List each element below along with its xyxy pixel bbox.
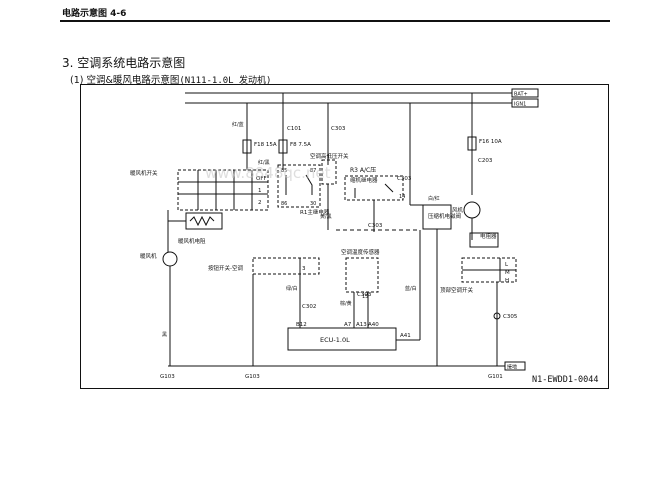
pin-b12: B12: [296, 322, 307, 328]
resistor-label: 电阻器: [480, 232, 497, 240]
c303-d-label: C303: [368, 223, 383, 229]
ground-g103-b: G103: [245, 374, 260, 380]
fan-label: 风机: [452, 206, 464, 214]
c303-a-label: C303: [331, 126, 346, 132]
c101-label: C101: [287, 126, 301, 132]
subtitle-prefix: (1) 空调&暖风电路示意图: [70, 75, 180, 86]
switch-off-label: OFF: [256, 176, 267, 182]
ground-g101: G101: [488, 374, 503, 380]
wire-red-black: 红/黑: [258, 159, 270, 166]
pressure-switch-box: [321, 159, 337, 185]
resistor-box: [469, 232, 499, 248]
ground-g103-a: G103: [160, 374, 175, 380]
watermark: www.8848qc.net: [205, 164, 331, 182]
bat-rail-tag: [511, 88, 539, 98]
ground-label: 接地: [507, 364, 517, 371]
ign-rail-tag: [511, 98, 539, 108]
wire-green-white: 绿/白: [286, 285, 298, 292]
button-switch-box: [252, 257, 320, 275]
switch-2-label: 2: [258, 200, 262, 206]
temp-sensor-label: 空调温度传感器: [341, 248, 380, 256]
pressure-switch-label: 空调高低压开关: [310, 152, 349, 160]
ign-label: IGN1: [514, 102, 526, 108]
blower-resistor-label: 暖风机电阻: [178, 237, 206, 245]
pin-14: 14: [399, 194, 405, 200]
switch-h-label: H: [505, 278, 509, 284]
pin-86: 86: [281, 201, 287, 207]
switch-m-label: M: [505, 270, 510, 276]
document-code: N1-EWDD1-0044: [532, 375, 599, 385]
switch-l-label: L: [505, 262, 509, 268]
subtitle-engine: (N111-1.0L 发动机): [179, 76, 272, 86]
diagram-subtitle: (1) 空调&暖风电路示意图(N111-1.0L 发动机): [70, 72, 271, 86]
blower-motor-label: 暖风机: [140, 252, 157, 260]
diagram-frame: [80, 84, 609, 389]
pin-a41: A41: [400, 333, 411, 339]
page-header: 电路示意图 4-6: [62, 9, 127, 19]
ac-relay-label-a: R3 A/C压: [350, 167, 376, 174]
fuse-f16: [467, 136, 477, 151]
top-fan-switch-label: 顶部空调开关: [440, 286, 474, 294]
section-title: 3. 空调系统电路示意图: [62, 56, 186, 70]
ac-relay-label-b: 缩机继电器: [350, 176, 378, 184]
fuse-f16-label: F16 10A: [479, 139, 502, 145]
wire-brown-yellow: 棕/黄: [340, 300, 352, 307]
fuse-f18-label: F18 15A: [254, 142, 277, 148]
wire-black: 黑: [162, 332, 167, 338]
wire-white-red: 白/红: [428, 195, 440, 202]
c302-label: C302: [302, 304, 316, 310]
blower-motor-symbol: [162, 251, 178, 267]
wire-yellow-black: 黄/黑: [320, 213, 332, 220]
pin-a13: A13: [356, 322, 367, 328]
pin-15: 15: [362, 294, 368, 300]
c303-c-label: C303: [357, 292, 372, 298]
wire-red-blue: 红/蓝: [232, 121, 244, 128]
temp-sensor-box: [345, 257, 379, 293]
pin-87: 87: [310, 168, 316, 174]
blower-switch-label: 暖风机开关: [130, 169, 158, 177]
c203-label: C203: [478, 158, 493, 164]
c305-label: C305: [503, 314, 518, 320]
compressor-clutch-label: 压缩机电磁阀: [428, 212, 461, 220]
pin-85: 85: [281, 168, 287, 174]
wire-blue-white: 蓝/白: [405, 285, 417, 292]
fuse-f18: [242, 139, 252, 154]
ecu-label: ECU-1.0L: [320, 336, 350, 344]
fuse-f8: [278, 139, 288, 154]
c305-connector: [493, 312, 501, 320]
ecu-box: [287, 327, 397, 351]
switch-3-label: 3: [302, 266, 306, 272]
main-relay-box: [277, 164, 321, 208]
main-relay-label: R1主继电器: [300, 208, 330, 216]
button-switch-label: 按钮开关-空调: [208, 264, 243, 272]
c303-b-label: C303: [397, 176, 412, 182]
header-rule: [60, 20, 610, 22]
ground-rail-tag: [504, 361, 526, 371]
pin-30: 30: [310, 201, 316, 207]
fuse-f8-label: F8 7.5A: [290, 142, 311, 148]
bat-label: BAT+: [514, 92, 528, 98]
blower-switch-box: [177, 169, 269, 211]
switch-1-label: 1: [258, 188, 262, 194]
pin-a7: A7: [344, 322, 352, 328]
pin-a40: A40: [368, 322, 379, 328]
fan-motor-symbol: [463, 201, 481, 219]
